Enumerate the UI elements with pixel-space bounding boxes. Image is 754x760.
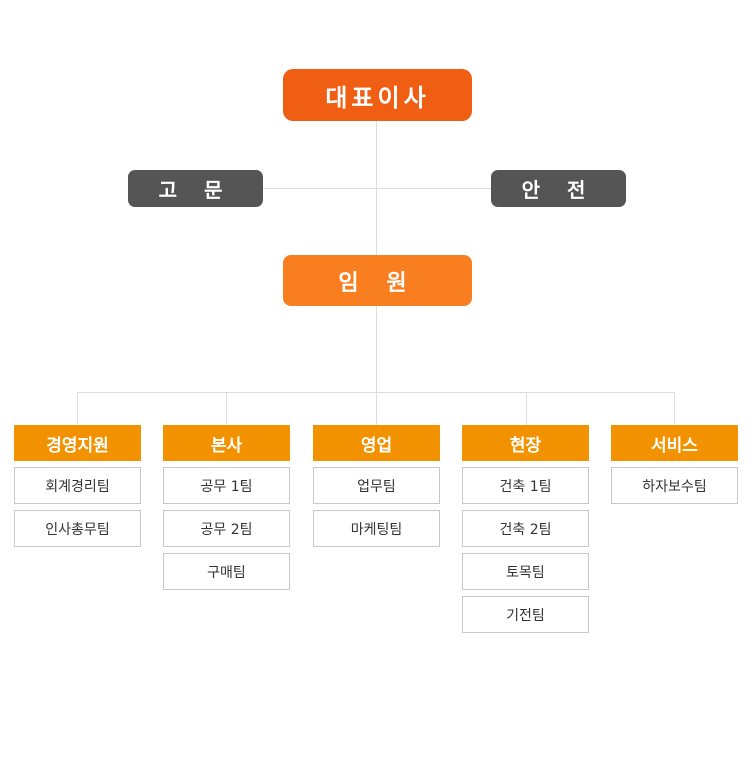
department-site: 현장 건축 1팀 건축 2팀 토목팀 기전팀 (462, 425, 589, 633)
team-box: 기전팀 (462, 596, 589, 633)
department-sales: 영업 업무팀 마케팅팀 (313, 425, 440, 547)
team-box: 회계경리팀 (14, 467, 141, 504)
team-box: 건축 1팀 (462, 467, 589, 504)
department-header: 현장 (462, 425, 589, 461)
team-box: 토목팀 (462, 553, 589, 590)
advisor-node: 고 문 (128, 170, 263, 207)
team-box: 구매팀 (163, 553, 290, 590)
department-header: 영업 (313, 425, 440, 461)
department-service: 서비스 하자보수팀 (611, 425, 738, 504)
department-header: 서비스 (611, 425, 738, 461)
team-box: 공무 2팀 (163, 510, 290, 547)
team-box: 업무팀 (313, 467, 440, 504)
safety-node: 안 전 (491, 170, 626, 207)
team-box: 마케팅팀 (313, 510, 440, 547)
department-headquarters: 본사 공무 1팀 공무 2팀 구매팀 (163, 425, 290, 590)
department-management-support: 경영지원 회계경리팀 인사총무팀 (14, 425, 141, 547)
department-header: 경영지원 (14, 425, 141, 461)
team-box: 하자보수팀 (611, 467, 738, 504)
team-box: 인사총무팀 (14, 510, 141, 547)
team-box: 건축 2팀 (462, 510, 589, 547)
team-box: 공무 1팀 (163, 467, 290, 504)
ceo-node: 대표이사 (283, 69, 472, 121)
executive-node: 임 원 (283, 255, 472, 306)
department-header: 본사 (163, 425, 290, 461)
